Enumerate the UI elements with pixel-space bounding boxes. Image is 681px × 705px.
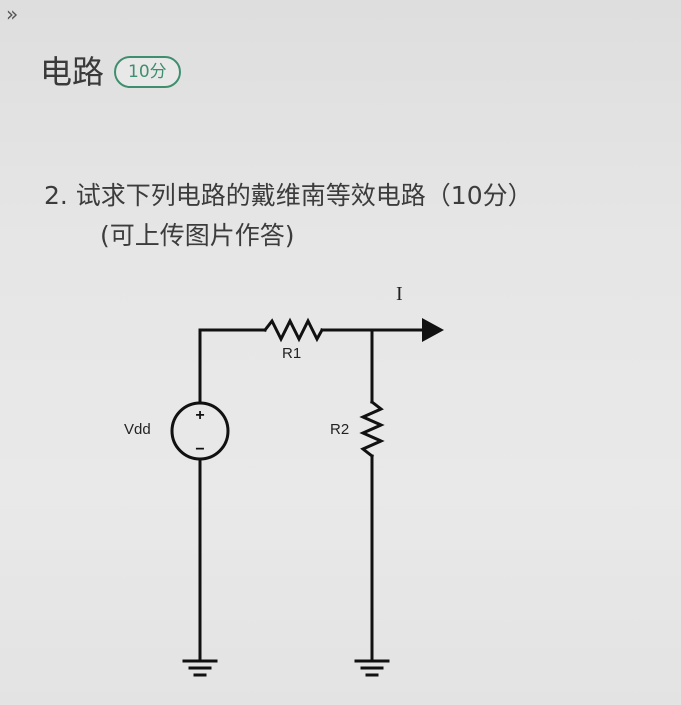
ground-symbol-right	[354, 659, 390, 677]
r1-label: R1	[282, 345, 301, 362]
question-text: 2. 试求下列电路的戴维南等效电路（10分） (可上传图片作答)	[44, 176, 664, 256]
current-label: I	[396, 283, 403, 305]
current-arrow-icon	[422, 318, 444, 342]
source-minus-sign: −	[195, 441, 204, 458]
r2-label: R2	[330, 421, 349, 438]
ground-symbol-left	[182, 659, 218, 677]
source-label: Vdd	[124, 421, 151, 438]
question-line-2: (可上传图片作答)	[100, 221, 295, 250]
score-badge: 10分	[114, 56, 181, 88]
resistor-r2	[359, 399, 385, 459]
source-plus-sign: +	[195, 407, 204, 424]
expand-sidebar-button[interactable]: »	[6, 2, 19, 26]
resistor-r1	[262, 317, 325, 343]
voltage-source	[170, 401, 230, 461]
section-title: 电路	[40, 53, 105, 91]
wire-left-top	[198, 328, 267, 405]
section-header: 电路 10分	[40, 52, 181, 92]
question-line-1: 2. 试求下列电路的戴维南等效电路（10分）	[44, 181, 533, 210]
